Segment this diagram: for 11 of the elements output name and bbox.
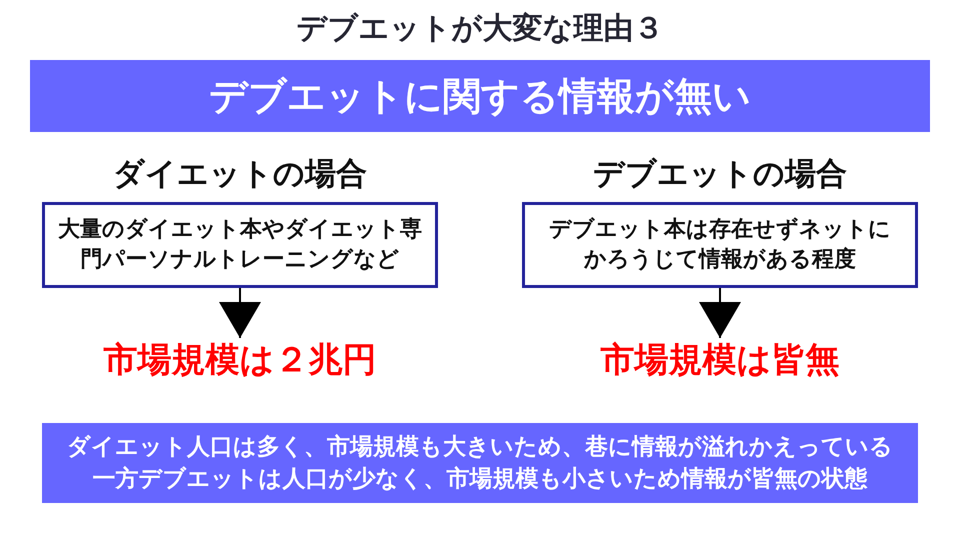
result-text: 市場規模は皆無: [600, 338, 840, 382]
diagram-title: デブエットが大変な理由３: [296, 10, 664, 48]
column-heading: ダイエットの場合: [113, 155, 367, 194]
heading-banner: デブエットに関する情報が無い: [30, 60, 930, 132]
summary-box: ダイエット人口は多く、市場規模も大きいため、巷に情報が溢れかえっている一方デブエットは人口が少なく、市場規模も小さいため情報が皆無の状態: [42, 423, 918, 503]
result-text: 市場規模は２兆円: [104, 338, 376, 382]
arrow: [702, 288, 738, 338]
text-box: デブエット本は存在せずネットにかろうじて情報がある程度: [522, 202, 918, 288]
text-box: 大量のダイエット本やダイエット専門パーソナルトレーニングなど: [42, 202, 438, 288]
arrow: [222, 288, 258, 338]
column-heading: デブエットの場合: [593, 155, 847, 194]
